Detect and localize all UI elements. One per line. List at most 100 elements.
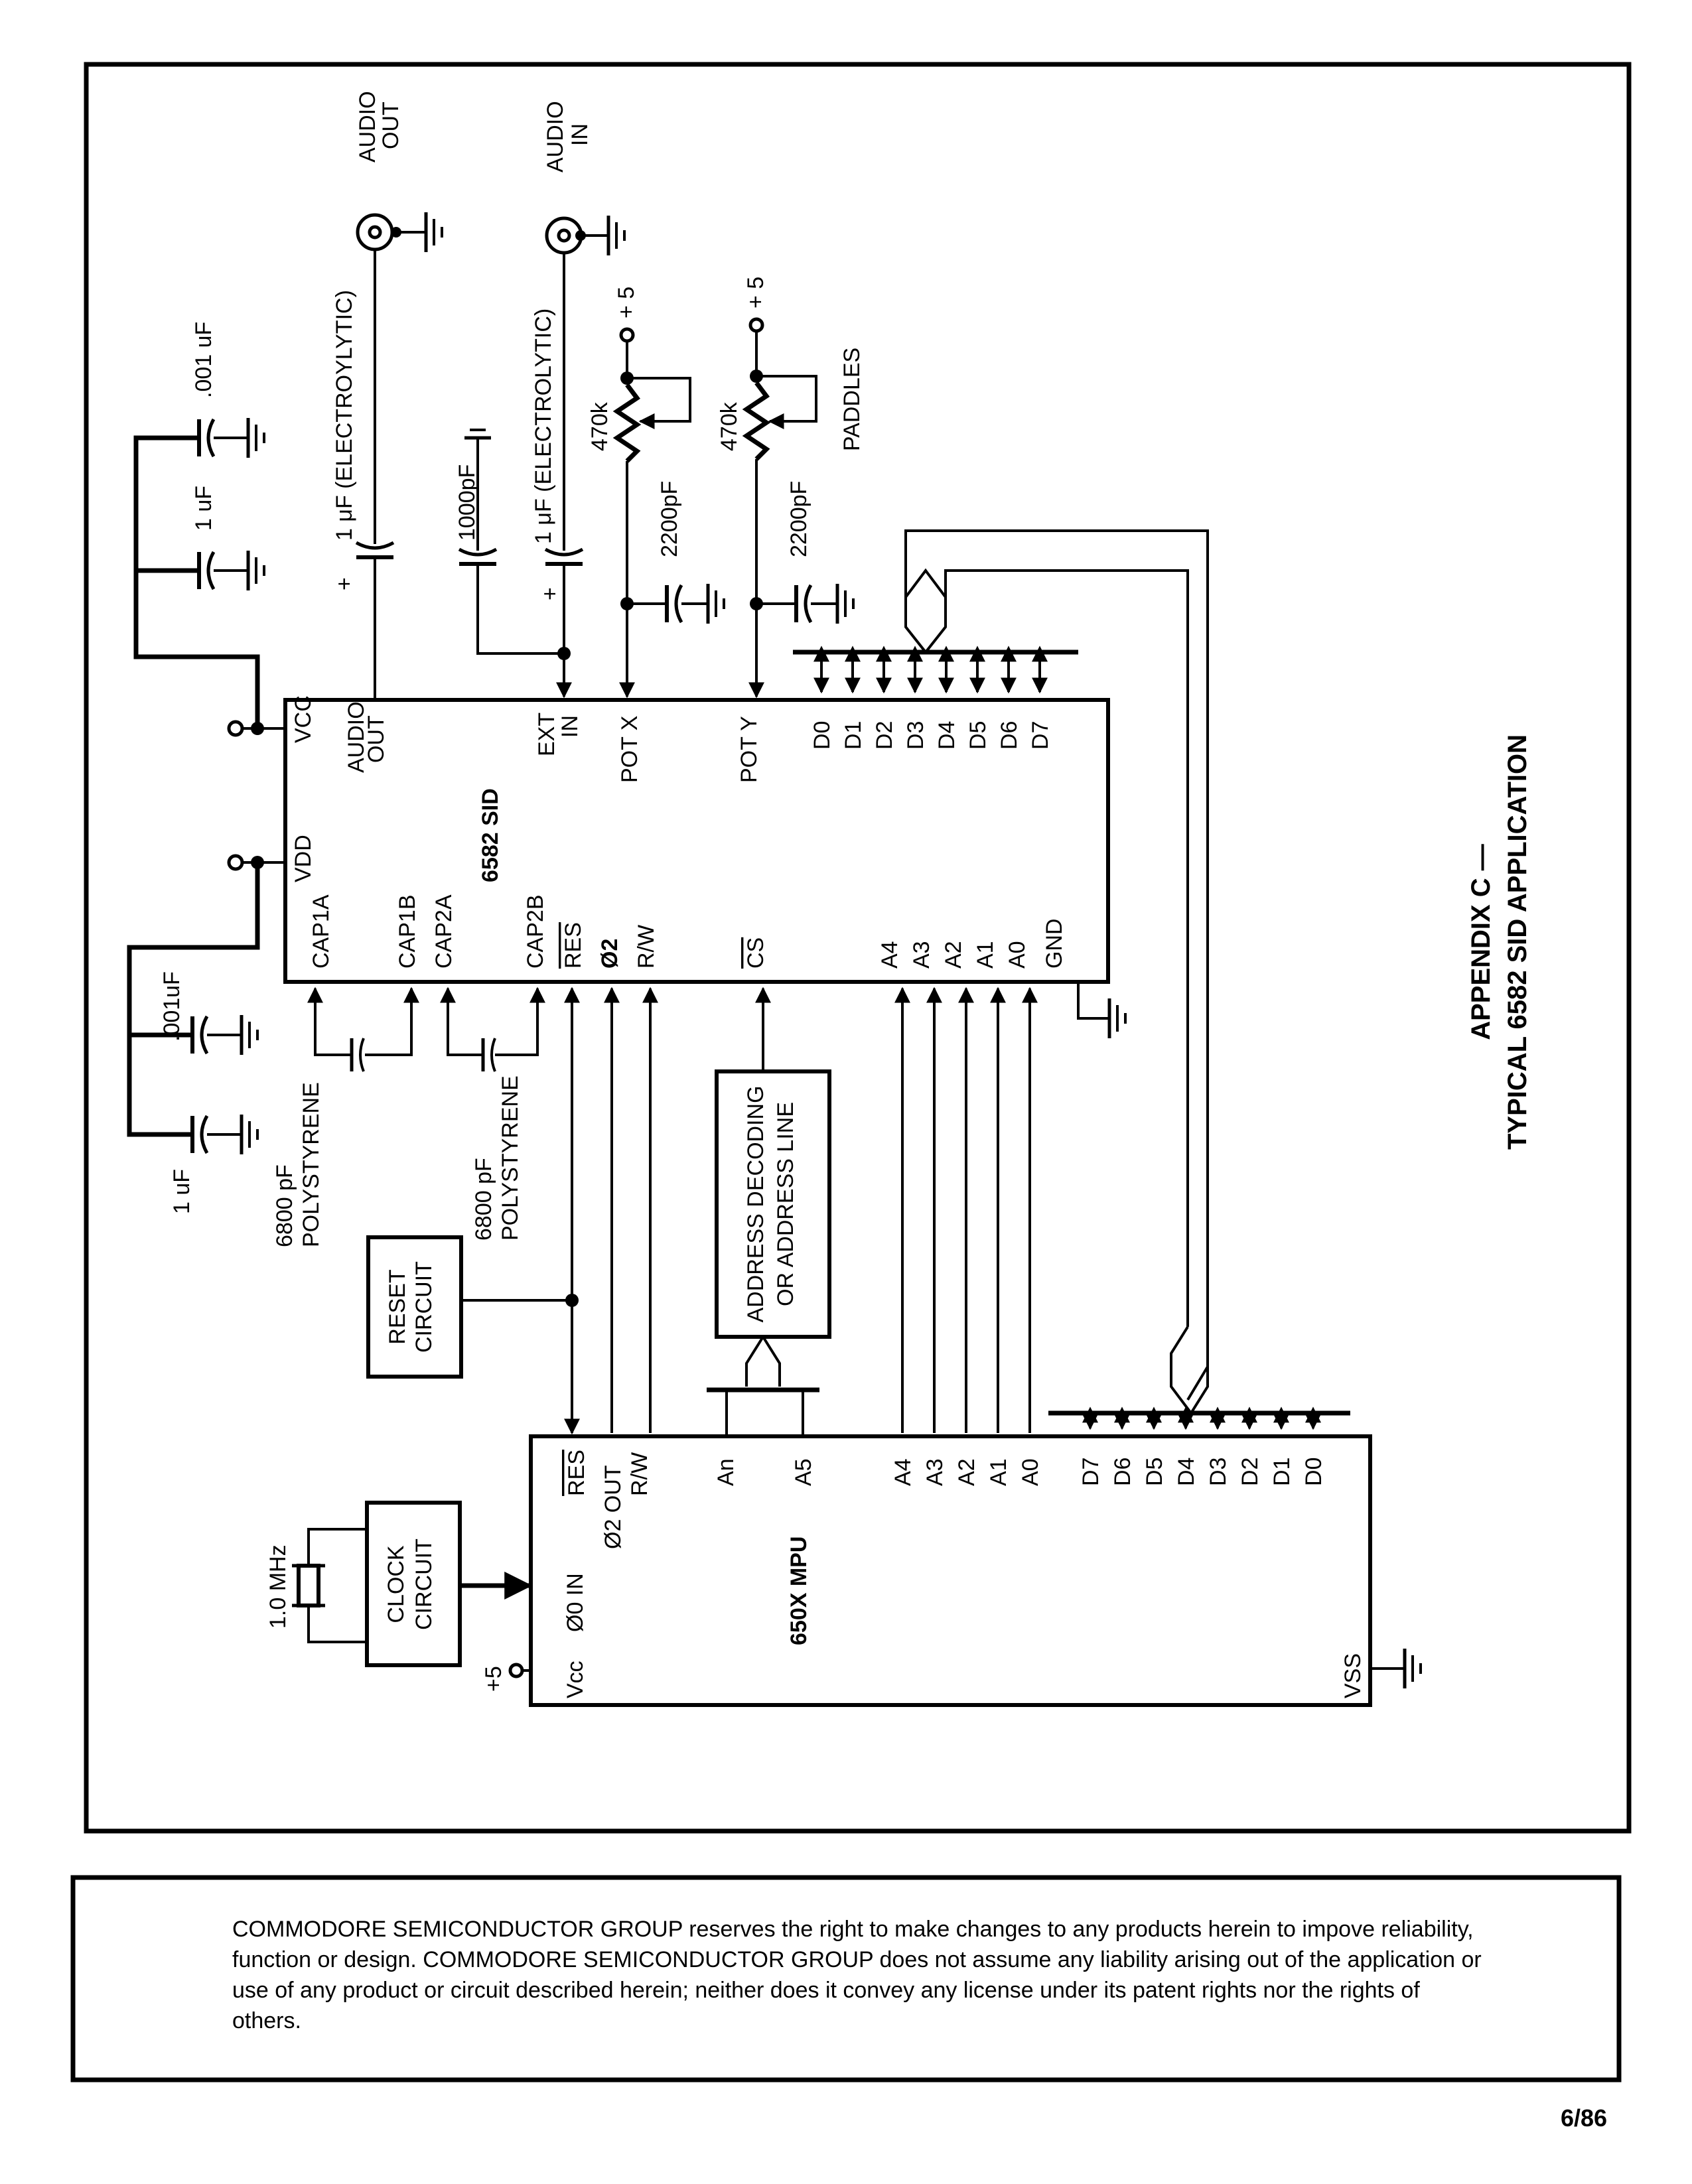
sid-pin-cap1a: CAP1A <box>309 894 334 969</box>
ground-icon <box>242 1015 257 1055</box>
audio-out-label-1: AUDIO <box>355 91 380 163</box>
mpu-pin-clock-in: Ø0 IN <box>563 1573 588 1632</box>
crystal-label: 1.0 MHz <box>265 1544 291 1629</box>
mpu-pin-d6: D6 <box>1110 1458 1135 1486</box>
mpu-pin-d3: D3 <box>1206 1458 1231 1486</box>
sid-addr-pin-labels: A4 A3 A2 A1 A0 <box>877 941 1030 969</box>
vdd-terminal-icon <box>227 854 244 871</box>
title-line-1: APPENDIX C — <box>1466 844 1496 1040</box>
audio-out-label-2: OUT <box>378 102 403 149</box>
mpu-pin-d4: D4 <box>1174 1458 1199 1486</box>
capacitor-icon <box>199 419 214 456</box>
title-line-2: TYPICAL 6582 SID APPLICATION <box>1503 734 1532 1150</box>
page-number: 6/86 <box>1561 2104 1608 2132</box>
mpu-data-pin-labels: D7 D6 D5 D4 D3 D2 D1 D0 <box>1078 1458 1326 1486</box>
sid-pin-d5: D5 <box>965 721 991 750</box>
mpu-pin-d2: D2 <box>1237 1458 1263 1486</box>
sid-pin-cs: CS <box>743 937 768 969</box>
plus-sign: + <box>537 587 563 600</box>
reset-circuit-label-2: CIRCUIT <box>411 1261 437 1353</box>
paddles-label: PADDLES <box>839 348 865 451</box>
capacitor-icon <box>545 549 583 564</box>
capacitor-icon <box>199 552 214 589</box>
sid-pin-d6: D6 <box>997 721 1022 750</box>
ground-icon <box>837 584 853 624</box>
pot-y-cap-label: 2200pF <box>786 481 811 557</box>
sid-pin-in: IN <box>557 715 583 738</box>
sid-pin-vdd: VDD <box>291 835 316 882</box>
potentiometer-icon <box>742 381 771 461</box>
cap-filter-label: 1000pF <box>455 464 480 541</box>
supply-terminal-icon <box>748 317 764 333</box>
disclaimer-text: COMMODORE SEMICONDUCTOR GROUP reserves t… <box>232 1917 1482 2033</box>
mpu-pin-d5: D5 <box>1142 1458 1167 1486</box>
sid-data-bus <box>793 646 1078 694</box>
cap-ext-in-label: 1 μF (ELECTROLYTIC) <box>531 308 556 544</box>
sid-pin-a1: A1 <box>973 941 998 969</box>
mpu-pin-res: RES <box>564 1450 589 1496</box>
crystal-icon <box>297 1564 320 1607</box>
vdd-supply: .001uF 1 uF <box>127 854 285 1214</box>
data-bus-link <box>904 529 1209 1416</box>
mpu-supply-label: +5 <box>481 1666 506 1692</box>
address-decoding-block: ADDRESS DECODING OR ADDRESS LINE <box>715 1069 831 1339</box>
mpu-pin-an: An <box>713 1458 739 1486</box>
sid-pin-cap2a: CAP2A <box>431 894 457 969</box>
pot-y-resistor-label: 470k <box>717 401 742 451</box>
sid-pin-pot-x: POT X <box>617 716 642 783</box>
ground-icon <box>608 216 624 255</box>
sid-chip <box>283 698 1110 984</box>
pot-y-supply: + 5 <box>743 277 768 308</box>
sid-pin-a0: A0 <box>1005 941 1030 969</box>
reset-circuit: RESET CIRCUIT <box>366 1235 572 1379</box>
sid-pin-res: RES <box>561 922 586 969</box>
ground-icon <box>1109 998 1125 1038</box>
sid-chip-labels: VCC AUDIO OUT EXT IN POT X POT Y VDD 658… <box>291 695 1067 969</box>
mpu-pin-a1: A1 <box>986 1458 1011 1486</box>
capacitor-icon <box>796 585 811 622</box>
mpu-pin-a5: A5 <box>791 1458 816 1486</box>
vcc-terminal-icon <box>227 720 244 737</box>
pot-x-supply: + 5 <box>614 287 639 318</box>
sid-data-pin-labels: D0 D1 D2 D3 D4 D5 D6 D7 <box>810 721 1053 750</box>
clock-circuit-label-2: CIRCUIT <box>411 1538 437 1630</box>
mpu-vss-ground <box>1370 1649 1421 1688</box>
vcc-cap1-label: .001 uF <box>191 322 216 398</box>
ground-icon <box>1405 1649 1421 1688</box>
vcc-supply: .001 uF 1 uF <box>133 322 285 737</box>
pot-y-section: + 5 470k 2200pF PADDLES <box>717 277 865 699</box>
sid-pin-gnd: GND <box>1042 918 1067 969</box>
disclaimer-frame <box>70 1875 1622 2082</box>
mpu-addr-pin-labels: A4 A3 A2 A1 A0 <box>890 1458 1043 1486</box>
sid-chip-name: 6582 SID <box>478 788 503 882</box>
sid-pin-d4: D4 <box>934 721 959 750</box>
sid-pin-audio: AUDIO <box>344 701 369 773</box>
mpu-pin-a2: A2 <box>954 1458 979 1486</box>
sid-pin-a2: A2 <box>941 941 966 969</box>
filter-cap2-type: POLYSTYRENE <box>498 1075 523 1241</box>
mpu-pin-d7: D7 <box>1078 1458 1103 1486</box>
capacitor-icon <box>356 543 393 557</box>
capacitor-icon <box>192 1116 207 1153</box>
sid-pin-cap2b: CAP2B <box>523 895 548 969</box>
sid-pin-cap1b: CAP1B <box>395 895 420 969</box>
audio-in-section: AUDIO IN 1000pF + 1 μF (ELECTROLYTIC) <box>455 101 624 699</box>
sid-pin-phi2: Ø2 <box>597 939 622 969</box>
cap-audio-out-label: 1 μF (ELECTROYLYTIC) <box>332 290 357 541</box>
sid-pin-rw: R/W <box>634 925 659 969</box>
audio-in-label-2: IN <box>567 123 593 146</box>
filter-cap1-type: POLYSTYRENE <box>299 1082 324 1247</box>
sid-pin-d3: D3 <box>903 721 928 750</box>
outer-frame <box>84 62 1632 1834</box>
vdd-cap2-label: 1 uF <box>169 1169 194 1214</box>
mpu-chip-name: 650X MPU <box>786 1536 811 1645</box>
mpu-pin-vss: VSS <box>1340 1653 1366 1698</box>
capacitor-icon <box>667 585 681 622</box>
capacitor-icon <box>459 549 496 564</box>
pot-x-resistor-label: 470k <box>587 401 612 451</box>
sid-pin-ext: EXT <box>534 713 559 756</box>
ground-icon <box>242 1115 257 1154</box>
filter-cap-1: 6800 pF POLYSTYRENE <box>272 987 419 1247</box>
pot-x-cap-label: 2200pF <box>657 481 682 557</box>
